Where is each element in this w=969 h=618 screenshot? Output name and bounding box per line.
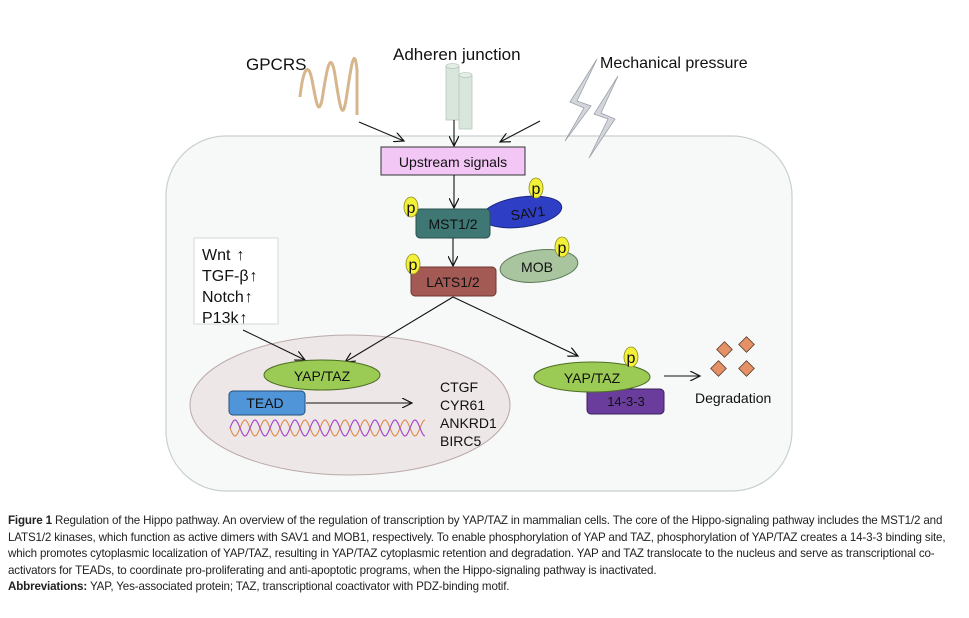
arrow-mechanical bbox=[500, 120, 541, 142]
figure-label: Figure 1 bbox=[8, 514, 52, 527]
figure-caption: Figure 1 Regulation of the Hippo pathway… bbox=[8, 513, 963, 596]
sav1-phospho-badge bbox=[528, 177, 544, 199]
upstream-signals-box bbox=[380, 146, 526, 176]
nuclear-yaptaz-label: YAP/TAZ bbox=[294, 368, 351, 384]
tead-label: TEAD bbox=[246, 395, 283, 411]
cytoplasm-yaptaz-node bbox=[533, 361, 651, 393]
side-signal-pi3k: P13k↑ bbox=[202, 310, 247, 327]
sav1-phospho-label: p bbox=[532, 181, 541, 198]
side-signal-tgf: TGF-β↑ bbox=[202, 268, 258, 285]
target-gene: ANKRD1 bbox=[440, 415, 497, 431]
side-signals-list: Wnt↑ TGF-β↑ Notch↑ P13k↑ bbox=[202, 247, 258, 327]
mst-label: MST1/2 bbox=[428, 216, 477, 232]
arrow-lats-to-cytoplasm-yaptaz bbox=[452, 296, 578, 356]
arrow-lats-to-nuclear-yaptaz bbox=[345, 296, 454, 362]
mob-phospho-badge bbox=[554, 236, 570, 258]
mechanical-pressure-lightning-icon bbox=[564, 58, 619, 159]
degradation-fragments-icon bbox=[710, 336, 755, 377]
figure-caption-text: Figure 1 Regulation of the Hippo pathway… bbox=[8, 513, 963, 579]
tead-node bbox=[228, 390, 306, 416]
mst-phospho-badge bbox=[403, 196, 419, 218]
lats-node bbox=[410, 266, 497, 297]
arrow-side-signals-to-yaptaz bbox=[242, 329, 305, 360]
target-gene: CTGF bbox=[440, 379, 478, 395]
mst-phospho-label: p bbox=[407, 200, 416, 217]
lats-phospho-label: p bbox=[409, 257, 418, 274]
mob-phospho-label: p bbox=[558, 240, 567, 257]
lats-label: LATS1/2 bbox=[426, 274, 480, 290]
side-signal-notch: Notch↑ bbox=[202, 289, 253, 306]
degradation-label: Degradation bbox=[695, 390, 771, 406]
adherens-junction-icon bbox=[445, 63, 473, 130]
abbreviations: Abbreviations: YAP, Yes-associated prote… bbox=[8, 579, 963, 596]
cytoplasm-yaptaz-phospho-badge bbox=[623, 346, 639, 368]
mob-label: MOB bbox=[521, 259, 553, 275]
target-gene: CYR61 bbox=[440, 397, 485, 413]
nuclear-yaptaz-node bbox=[263, 359, 381, 391]
sav1-label: SAV1 bbox=[510, 203, 547, 224]
target-gene: BIRC5 bbox=[440, 433, 481, 449]
target-genes-list: CTGF CYR61 ANKRD1 BIRC5 bbox=[440, 379, 497, 449]
gpcr-wave-icon bbox=[298, 57, 359, 115]
figure-description: Regulation of the Hippo pathway. An over… bbox=[8, 514, 946, 577]
lats-phospho-badge bbox=[405, 253, 421, 275]
arrow-gpcrs bbox=[358, 121, 404, 141]
cytoplasm-yaptaz-phospho-label: p bbox=[627, 350, 636, 367]
side-signals-box bbox=[193, 237, 279, 325]
gpcrs-label: GPCRS bbox=[246, 55, 306, 74]
abbreviations-label: Abbreviations: bbox=[8, 580, 88, 594]
mechanical-pressure-label: Mechanical pressure bbox=[600, 55, 748, 72]
cytoplasm-yaptaz-label: YAP/TAZ bbox=[564, 370, 621, 386]
abbreviations-text: YAP, Yes-associated protein; TAZ, transc… bbox=[89, 580, 510, 594]
hippo-pathway-diagram: GPCRS Adheren junction Mechanical pressu… bbox=[165, 45, 793, 492]
side-signal-wnt: Wnt↑ bbox=[202, 247, 244, 264]
adherens-junction-label: Adheren junction bbox=[393, 45, 521, 64]
dna-helix-icon bbox=[229, 419, 426, 437]
upstream-signals-label: Upstream signals bbox=[399, 154, 507, 170]
binder-14-3-3-label: 14-3-3 bbox=[607, 394, 645, 409]
mob-node bbox=[499, 249, 579, 283]
